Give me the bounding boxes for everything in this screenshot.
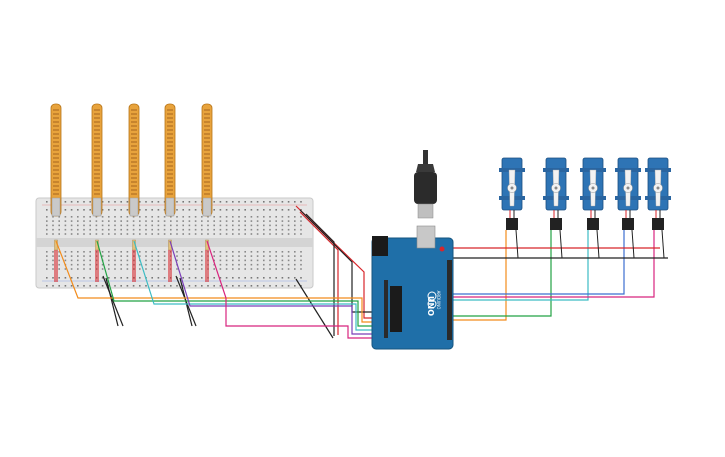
servo-motor[interactable] (499, 157, 525, 259)
wire-red (299, 211, 339, 335)
wire-purple (169, 240, 376, 335)
wire-black (105, 277, 119, 327)
flex-sensor[interactable] (50, 103, 62, 282)
usb-cable (414, 150, 437, 219)
wire-black (102, 275, 124, 327)
servo-motor[interactable] (580, 157, 606, 259)
wires (55, 205, 668, 339)
flex-sensor[interactable] (164, 103, 176, 282)
wire-magenta (206, 240, 376, 339)
servo-connector (622, 218, 634, 230)
board-logo: UNO (426, 296, 435, 316)
wire-red (295, 205, 376, 319)
wire-magenta (452, 230, 655, 298)
servo-motor[interactable] (543, 157, 569, 259)
wire-green (96, 240, 376, 327)
flex-sensors (50, 103, 213, 282)
servo-motors (499, 157, 671, 259)
servo-connector (587, 218, 599, 230)
servo-connector (550, 218, 562, 230)
wire-purple (452, 230, 625, 295)
wire-black (295, 278, 334, 339)
arduino-uno-board[interactable]: UNO ARDUINO (371, 225, 454, 350)
wire-black (299, 209, 376, 313)
breadboard-holes (46, 201, 302, 287)
servo-motor[interactable] (615, 157, 641, 259)
wire-cyan (452, 230, 589, 301)
breadboard[interactable] (35, 197, 314, 289)
board-brand: ARDUINO (436, 291, 441, 310)
wire-black (305, 213, 335, 336)
wire-cyan (133, 240, 376, 331)
wire-orange (55, 240, 376, 323)
wire-green (452, 230, 552, 317)
servo-motor[interactable] (645, 157, 671, 259)
flex-sensor[interactable] (128, 103, 140, 282)
flex-sensor[interactable] (91, 103, 103, 282)
wire-orange (452, 230, 507, 321)
flex-sensor[interactable] (201, 103, 213, 282)
servo-connector (506, 218, 518, 230)
wire-black (179, 277, 193, 327)
servo-connector (652, 218, 664, 230)
